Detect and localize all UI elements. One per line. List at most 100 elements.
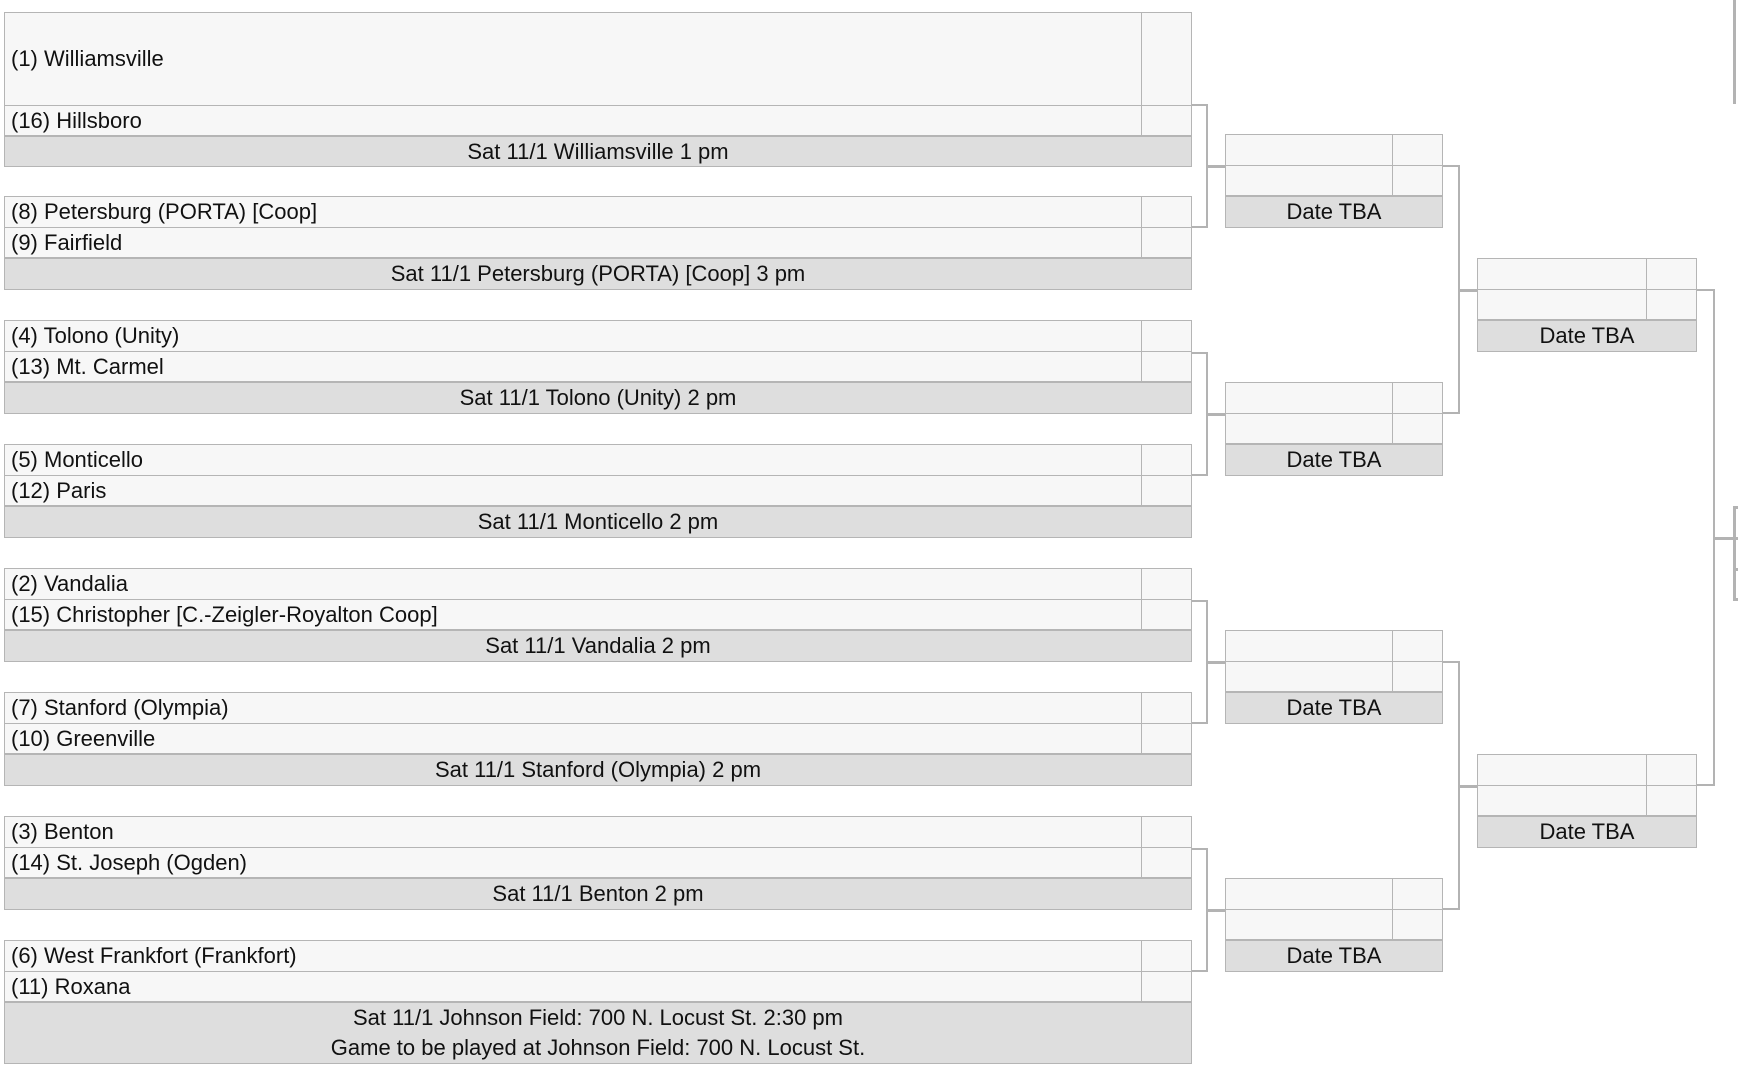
team-name: (11) Roxana: [11, 973, 131, 999]
game-info-line: Date TBA: [1539, 819, 1635, 844]
team-row[interactable]: [1225, 382, 1443, 413]
team-row[interactable]: [1477, 258, 1697, 289]
score-cell: [1392, 631, 1442, 661]
game-info: Date TBA: [1477, 320, 1697, 352]
bracket-connector: [1208, 661, 1225, 664]
bracket-connector: [1460, 289, 1477, 292]
score-cell: [1392, 910, 1442, 939]
score-cell: [1141, 724, 1191, 753]
round1-match-5: (2) Vandalia (15) Christopher [C.-Zeigle…: [4, 568, 1192, 662]
game-info-line: Date TBA: [1539, 323, 1635, 348]
round1-match-1: (1) Williamsville (16) Hillsboro Sat 11/…: [4, 12, 1192, 167]
next-round-box-edge: [1733, 506, 1736, 600]
team-row[interactable]: [1477, 289, 1697, 320]
team-row[interactable]: (7) Stanford (Olympia): [4, 692, 1192, 723]
team-row[interactable]: (11) Roxana: [4, 971, 1192, 1002]
game-info: Sat 11/1 Williamsville 1 pm: [4, 136, 1192, 167]
round1-match-7: (3) Benton (14) St. Joseph (Ogden) Sat 1…: [4, 816, 1192, 910]
team-name: (8) Petersburg (PORTA) [Coop]: [11, 199, 318, 224]
team-row[interactable]: (3) Benton: [4, 816, 1192, 847]
next-round-box-edge: [1733, 506, 1738, 509]
score-cell: [1141, 600, 1191, 629]
game-info-line: Sat 11/1 Stanford (Olympia) 2 pm: [434, 757, 762, 782]
bracket-connector: [1443, 661, 1460, 910]
score-cell: [1141, 941, 1191, 971]
score-cell: [1392, 414, 1442, 443]
game-info-line: Date TBA: [1286, 695, 1382, 720]
round1-match-8: (6) West Frankfort (Frankfort) (11) Roxa…: [4, 940, 1192, 1064]
score-cell: [1392, 166, 1442, 195]
team-row[interactable]: [1225, 630, 1443, 661]
next-round-box-edge: [1733, 568, 1738, 571]
next-round-box-edge: [1733, 0, 1736, 104]
team-row[interactable]: [1225, 909, 1443, 940]
team-row[interactable]: [1225, 134, 1443, 165]
team-row[interactable]: (1) Williamsville: [4, 12, 1192, 105]
team-row[interactable]: [1225, 878, 1443, 909]
team-name: (14) St. Joseph (Ogden): [11, 849, 248, 875]
bracket-connector: [1192, 104, 1208, 228]
score-cell: [1141, 972, 1191, 1001]
round2-match-2: Date TBA: [1225, 382, 1443, 476]
score-cell: [1141, 569, 1191, 599]
team-row[interactable]: [1225, 165, 1443, 196]
score-cell: [1141, 693, 1191, 723]
team-name: (3) Benton: [11, 819, 114, 844]
score-cell: [1141, 13, 1191, 105]
team-row[interactable]: (15) Christopher [C.-Zeigler-Royalton Co…: [4, 599, 1192, 630]
game-info-line: Date TBA: [1286, 199, 1382, 224]
score-cell: [1392, 383, 1442, 413]
game-info: Date TBA: [1225, 196, 1443, 228]
team-row[interactable]: [1225, 661, 1443, 692]
team-name: (15) Christopher [C.-Zeigler-Royalton Co…: [11, 601, 438, 627]
game-info-line: Sat 11/1 Benton 2 pm: [492, 881, 704, 906]
score-cell: [1392, 879, 1442, 909]
bracket-connector: [1697, 289, 1715, 786]
game-info-line: Sat 11/1 Johnson Field: 700 N. Locust St…: [353, 1005, 843, 1030]
game-info-line: Sat 11/1 Vandalia 2 pm: [485, 633, 711, 658]
game-info: Sat 11/1 Stanford (Olympia) 2 pm: [4, 754, 1192, 786]
team-row[interactable]: (10) Greenville: [4, 723, 1192, 754]
round1-match-3: (4) Tolono (Unity) (13) Mt. Carmel Sat 1…: [4, 320, 1192, 414]
game-info: Sat 11/1 Benton 2 pm: [4, 878, 1192, 910]
game-info: Sat 11/1 Petersburg (PORTA) [Coop] 3 pm: [4, 258, 1192, 290]
round3-match-2: Date TBA: [1477, 754, 1697, 848]
game-info-line: Sat 11/1 Tolono (Unity) 2 pm: [459, 385, 737, 410]
team-name: (9) Fairfield: [11, 229, 123, 255]
team-row[interactable]: (4) Tolono (Unity): [4, 320, 1192, 351]
score-cell: [1141, 352, 1191, 381]
game-info: Sat 11/1 Tolono (Unity) 2 pm: [4, 382, 1192, 414]
bracket-connector: [1208, 165, 1225, 168]
team-row[interactable]: (12) Paris: [4, 475, 1192, 506]
team-row[interactable]: (5) Monticello: [4, 444, 1192, 475]
game-info: Date TBA: [1225, 940, 1443, 972]
team-row[interactable]: (8) Petersburg (PORTA) [Coop]: [4, 196, 1192, 227]
team-name: (7) Stanford (Olympia): [11, 695, 229, 720]
round1-match-4: (5) Monticello (12) Paris Sat 11/1 Monti…: [4, 444, 1192, 538]
game-info-line: Sat 11/1 Monticello 2 pm: [477, 509, 719, 534]
bracket-connector: [1460, 785, 1477, 788]
team-row[interactable]: [1225, 413, 1443, 444]
game-info: Date TBA: [1225, 444, 1443, 476]
game-info: Date TBA: [1225, 692, 1443, 724]
team-row[interactable]: (6) West Frankfort (Frankfort): [4, 940, 1192, 971]
round1-match-6: (7) Stanford (Olympia) (10) Greenville S…: [4, 692, 1192, 786]
game-info: Sat 11/1 Monticello 2 pm: [4, 506, 1192, 538]
team-row[interactable]: [1477, 754, 1697, 785]
score-cell: [1141, 197, 1191, 227]
team-name: (5) Monticello: [11, 447, 144, 472]
team-name: (1) Williamsville: [11, 46, 164, 71]
score-cell: [1646, 786, 1696, 815]
game-info-line: Sat 11/1 Williamsville 1 pm: [467, 138, 729, 164]
team-row[interactable]: (16) Hillsboro: [4, 105, 1192, 136]
team-row[interactable]: (9) Fairfield: [4, 227, 1192, 258]
team-row[interactable]: (14) St. Joseph (Ogden): [4, 847, 1192, 878]
bracket-connector: [1192, 352, 1208, 476]
team-row[interactable]: (2) Vandalia: [4, 568, 1192, 599]
team-row[interactable]: (13) Mt. Carmel: [4, 351, 1192, 382]
score-cell: [1141, 228, 1191, 257]
game-info-line: Date TBA: [1286, 943, 1382, 968]
team-row[interactable]: [1477, 785, 1697, 816]
score-cell: [1392, 135, 1442, 165]
score-cell: [1141, 817, 1191, 847]
